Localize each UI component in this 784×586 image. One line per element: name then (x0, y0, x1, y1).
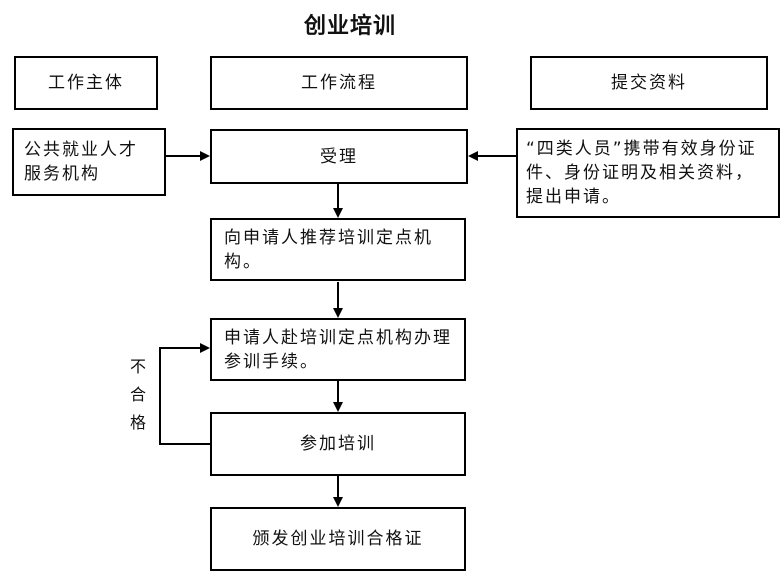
header-work-process-label: 工作流程 (301, 73, 377, 93)
header-work-subject-label: 工作主体 (48, 73, 124, 93)
fail-label-char-1: 不 (129, 357, 146, 376)
fail-label-char-2: 合 (129, 385, 146, 404)
header-materials-label: 提交资料 (611, 73, 687, 93)
materials-box: “四类人员”携带有效身份证件、身份证明及相关资料，提出申请。 (516, 128, 780, 218)
step-register: 申请人赴培训定点机构办理参训手续。 (210, 318, 466, 381)
step-recommend-label: 向申请人推荐培训定点机构。 (224, 227, 433, 272)
fail-label: 不 合 格 (128, 353, 148, 437)
subject-box-text: 公共就业人才服务机构 (24, 140, 138, 184)
step-accept-label: 受理 (320, 146, 358, 167)
step-accept: 受理 (210, 129, 468, 184)
step-certificate-label: 颁发创业培训合格证 (252, 529, 424, 549)
subject-box: 公共就业人才服务机构 (12, 128, 166, 196)
header-work-process: 工作流程 (210, 56, 468, 110)
fail-label-char-3: 格 (129, 413, 146, 432)
step-train: 参加培训 (210, 412, 466, 476)
header-work-subject: 工作主体 (14, 56, 158, 110)
diagram-title: 创业培训 (303, 14, 396, 39)
step-register-label: 申请人赴培训定点机构办理参训手续。 (224, 327, 452, 372)
header-materials: 提交资料 (530, 56, 768, 110)
step-train-label: 参加培训 (300, 434, 376, 454)
step-certificate: 颁发创业培训合格证 (210, 507, 466, 571)
arrow-fail-loop (159, 343, 210, 445)
step-recommend: 向申请人推荐培训定点机构。 (210, 218, 466, 281)
materials-box-text: “四类人员”携带有效身份证件、身份证明及相关资料，提出申请。 (526, 139, 757, 207)
